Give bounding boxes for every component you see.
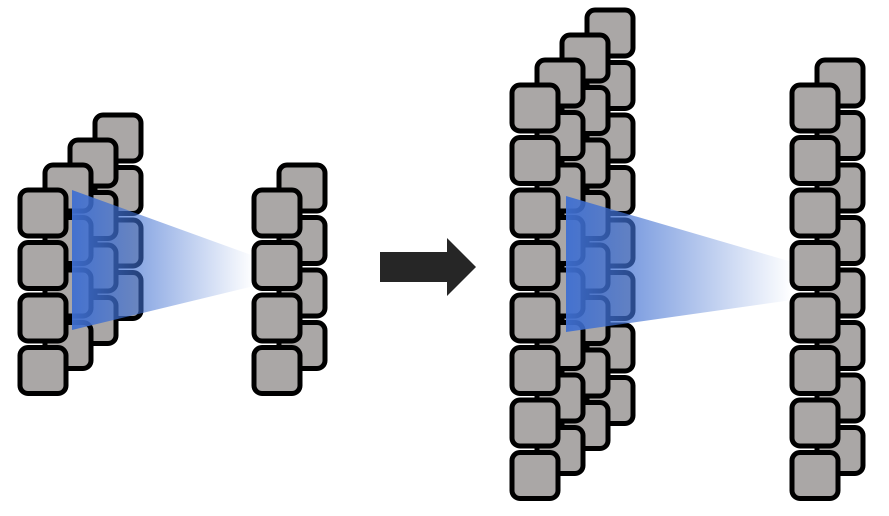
feature-cell <box>251 240 303 291</box>
large-output-stack <box>789 57 866 501</box>
small-output-stack <box>251 162 328 396</box>
feature-cell <box>789 135 841 186</box>
feature-cell <box>251 345 303 396</box>
feature-cell <box>509 187 561 239</box>
feature-cell <box>17 240 69 291</box>
feature-cell <box>251 292 303 344</box>
large-input-stack-layer-1 <box>509 82 561 501</box>
feature-cell <box>509 135 561 186</box>
feature-cell <box>789 397 841 449</box>
feature-cell <box>789 292 841 344</box>
feature-cell <box>789 240 841 291</box>
feature-cell <box>509 82 561 134</box>
large-projection-beam <box>566 196 792 332</box>
feature-cell <box>509 345 561 396</box>
feature-cell <box>789 450 841 501</box>
large-output-stack-layer-1 <box>789 82 841 501</box>
feature-cell <box>789 187 841 239</box>
feature-cell <box>251 187 303 239</box>
feature-cell <box>509 240 561 291</box>
feature-cell <box>509 450 561 501</box>
feature-cell <box>789 345 841 396</box>
feature-cell <box>509 292 561 344</box>
small-input-stack-layer-1 <box>17 187 69 396</box>
feature-cell <box>17 345 69 396</box>
large-input-stack <box>509 7 636 501</box>
small-projection-beam <box>72 190 254 330</box>
small-output-stack-layer-1 <box>251 187 303 396</box>
feature-cell <box>509 397 561 449</box>
scale-up-arrow-icon <box>380 238 476 296</box>
feature-cell <box>17 187 69 239</box>
feature-cell <box>17 292 69 344</box>
feature-cell <box>789 82 841 134</box>
